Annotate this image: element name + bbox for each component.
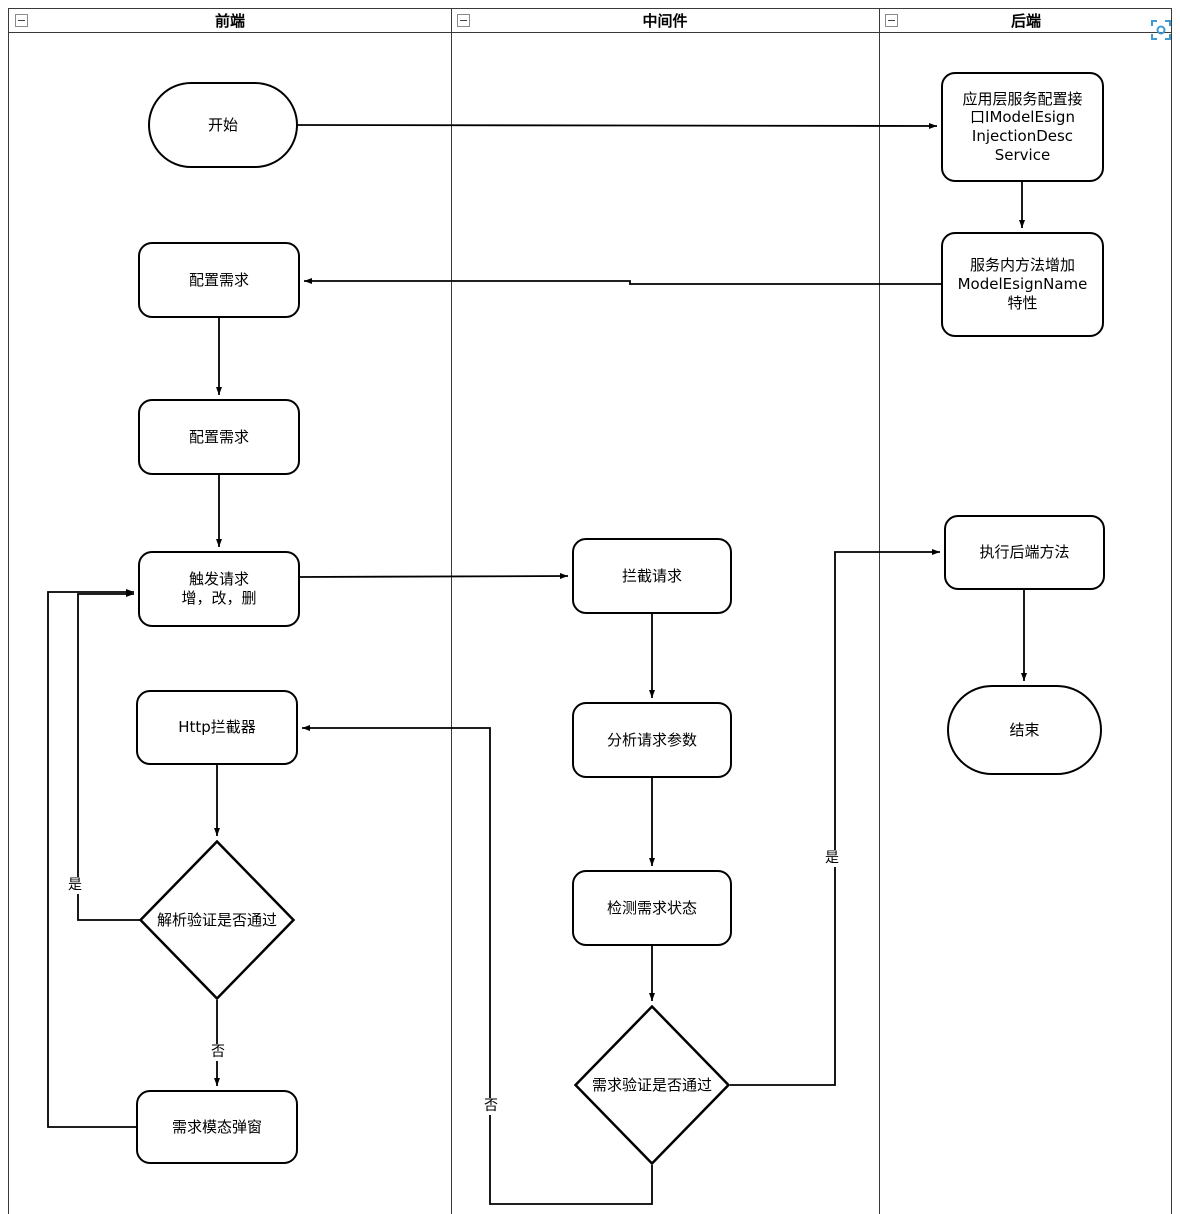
node-requirement-validation-decision-label: 需求验证是否通过 bbox=[591, 1075, 712, 1094]
node-end-label: 结束 bbox=[1009, 720, 1040, 739]
node-check-requirement-status-label: 检测需求状态 bbox=[606, 898, 697, 917]
node-requirement-modal[interactable]: 需求模态弹窗 bbox=[136, 1090, 298, 1164]
node-trigger-request[interactable]: 触发请求 增，改，删 bbox=[138, 551, 300, 627]
collapse-icon-frontend[interactable] bbox=[15, 14, 28, 27]
minus-glyph bbox=[460, 20, 467, 21]
edge-label-parse-yes: 是 bbox=[66, 877, 84, 894]
edge-label-parse-no: 否 bbox=[209, 1044, 227, 1061]
lane-divider-1 bbox=[451, 9, 452, 1214]
node-intercept-request-label: 拦截请求 bbox=[621, 566, 682, 585]
minus-glyph bbox=[18, 20, 25, 21]
edge-label-requirement-yes: 是 bbox=[823, 850, 841, 867]
node-execute-backend-method[interactable]: 执行后端方法 bbox=[944, 515, 1105, 590]
node-config-requirement-1[interactable]: 配置需求 bbox=[138, 242, 300, 318]
node-config-requirement-2[interactable]: 配置需求 bbox=[138, 399, 300, 475]
lane-header-separator bbox=[9, 32, 1171, 33]
lane-title-middleware: 中间件 bbox=[642, 12, 688, 30]
diamond-shape bbox=[574, 1005, 730, 1165]
node-trigger-request-label: 触发请求 增，改，删 bbox=[181, 570, 257, 607]
node-start-label: 开始 bbox=[207, 115, 238, 134]
crosshair-glyph bbox=[1151, 20, 1171, 40]
node-http-interceptor[interactable]: Http拦截器 bbox=[136, 690, 298, 765]
node-add-method-attribute-label: 服务内方法增加 ModelEsignName 特性 bbox=[957, 256, 1088, 312]
node-end[interactable]: 结束 bbox=[947, 685, 1102, 775]
swimlane-pool: 前端 中间件 后端 bbox=[8, 8, 1172, 1214]
collapse-icon-middleware[interactable] bbox=[457, 14, 470, 27]
node-http-interceptor-label: Http拦截器 bbox=[178, 718, 256, 737]
lane-title-backend: 后端 bbox=[1010, 12, 1041, 30]
minus-glyph bbox=[888, 20, 895, 21]
node-execute-backend-method-label: 执行后端方法 bbox=[979, 543, 1070, 562]
node-app-service-config[interactable]: 应用层服务配置接 口IModelEsign InjectionDesc Serv… bbox=[941, 72, 1104, 182]
node-parse-validation-decision[interactable]: 解析验证是否通过 bbox=[139, 840, 295, 1000]
diamond-shape bbox=[139, 840, 295, 1000]
node-config-requirement-1-label: 配置需求 bbox=[188, 270, 249, 289]
node-analyze-request-params-label: 分析请求参数 bbox=[606, 730, 697, 749]
lane-title-frontend: 前端 bbox=[214, 12, 245, 30]
node-app-service-config-label: 应用层服务配置接 口IModelEsign InjectionDesc Serv… bbox=[962, 89, 1083, 164]
crosshair-icon[interactable] bbox=[1150, 19, 1172, 41]
edge-label-requirement-no: 否 bbox=[482, 1098, 500, 1115]
node-requirement-modal-label: 需求模态弹窗 bbox=[171, 1117, 262, 1136]
node-parse-validation-decision-label: 解析验证是否通过 bbox=[156, 910, 277, 929]
node-add-method-attribute[interactable]: 服务内方法增加 ModelEsignName 特性 bbox=[941, 232, 1104, 337]
lane-divider-2 bbox=[879, 9, 880, 1214]
node-check-requirement-status[interactable]: 检测需求状态 bbox=[572, 870, 732, 946]
node-intercept-request[interactable]: 拦截请求 bbox=[572, 538, 732, 614]
node-config-requirement-2-label: 配置需求 bbox=[188, 427, 249, 446]
node-analyze-request-params[interactable]: 分析请求参数 bbox=[572, 702, 732, 778]
collapse-icon-backend[interactable] bbox=[885, 14, 898, 27]
node-start[interactable]: 开始 bbox=[148, 82, 298, 168]
node-requirement-validation-decision[interactable]: 需求验证是否通过 bbox=[574, 1005, 730, 1165]
